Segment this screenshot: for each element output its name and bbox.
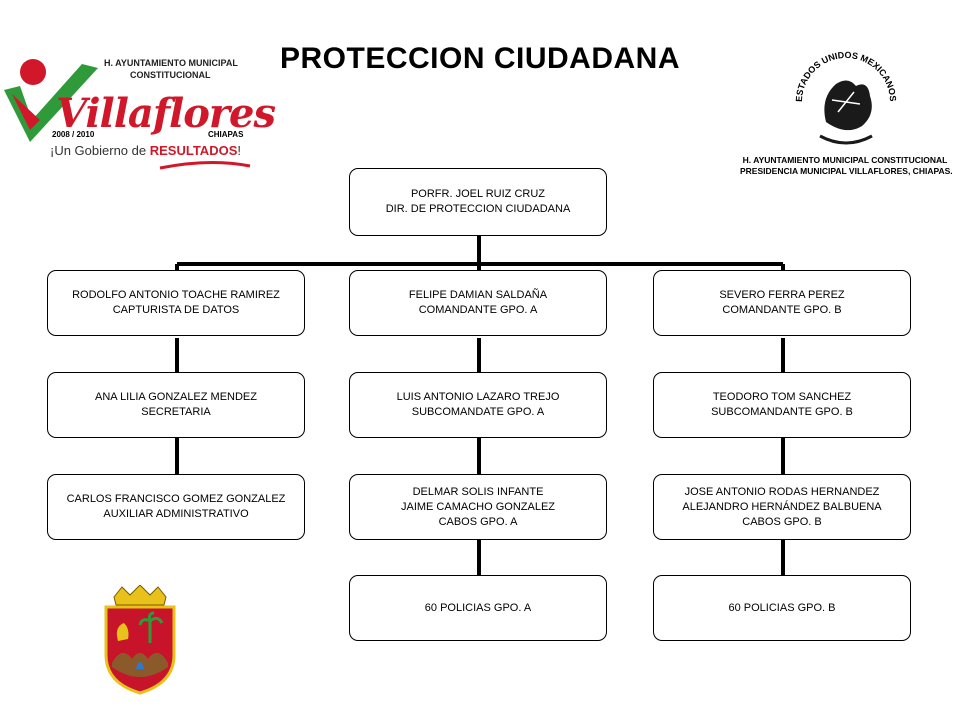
node-line: COMANDANTE GPO. A — [418, 304, 538, 316]
node-line: JOSE ANTONIO RODAS HERNANDEZ — [684, 485, 880, 498]
node-line: CAPTURISTA DE DATOS — [112, 304, 240, 316]
node-line: SUBCOMANDATE GPO. A — [411, 406, 545, 418]
logo-header-line1: H. AYUNTAMIENTO MUNICIPAL — [104, 58, 238, 68]
org-node-comandante-b: SEVERO FERRA PEREZ COMANDANTE GPO. B — [653, 270, 911, 336]
logo-slogan-prefix: ¡Un Gobierno de — [50, 143, 150, 158]
logo-state: CHIAPAS — [208, 130, 244, 139]
node-line: AUXILIAR ADMINISTRATIVO — [103, 508, 249, 520]
org-node-subcomandante-a: LUIS ANTONIO LAZARO TREJO SUBCOMANDATE G… — [349, 372, 607, 438]
org-node-policias-a: 60 POLICIAS GPO. A — [349, 575, 607, 641]
org-node-cabos-b: JOSE ANTONIO RODAS HERNANDEZ ALEJANDRO H… — [653, 474, 911, 540]
org-node-policias-b: 60 POLICIAS GPO. B — [653, 575, 911, 641]
node-line: 60 POLICIAS GPO. B — [728, 601, 836, 614]
villaflores-mark-icon — [4, 59, 251, 170]
node-line: SUBCOMANDANTE GPO. B — [711, 406, 853, 418]
node-line: DELMAR SOLIS INFANTE — [412, 485, 544, 498]
node-line: SEVERO FERRA PEREZ — [719, 289, 845, 301]
node-line: CARLOS FRANCISCO GOMEZ GONZALEZ — [66, 493, 286, 505]
node-line: FELIPE DAMIAN SALDAÑA — [408, 289, 548, 301]
node-line: RODOLFO ANTONIO TOACHE RAMIREZ — [72, 289, 280, 301]
logo-slogan: ¡Un Gobierno de RESULTADOS! — [50, 143, 241, 158]
org-node-director: PORFR. JOEL RUIZ CRUZ DIR. DE PROTECCION… — [349, 168, 607, 236]
logo-slogan-suffix: ! — [237, 143, 241, 158]
logo-name: Villaflores — [56, 90, 276, 137]
org-node-subcomandante-b: TEODORO TOM SANCHEZ SUBCOMANDANTE GPO. B — [653, 372, 911, 438]
org-node-capturista: RODOLFO ANTONIO TOACHE RAMIREZ CAPTURIST… — [47, 270, 305, 336]
logo-years: 2008 / 2010 — [52, 130, 95, 139]
node-line: CABOS GPO. B — [742, 515, 822, 528]
node-line: ANA LILIA GONZALEZ MENDEZ — [95, 391, 257, 403]
node-line: CABOS GPO. A — [438, 515, 518, 528]
node-line: PORFR. JOEL RUIZ CRUZ — [410, 188, 546, 200]
gov-line2: PRESIDENCIA MUNICIPAL VILLAFLORES, CHIAP… — [740, 166, 953, 176]
national-seal-icon: ESTADOS UNIDOS MEXICANOS — [794, 50, 898, 153]
villaflores-logo: H. AYUNTAMIENTO MUNICIPAL CONSTITUCIONAL… — [0, 50, 290, 175]
node-line: TEODORO TOM SANCHEZ — [712, 391, 852, 403]
node-line: ALEJANDRO HERNÁNDEZ BALBUENA — [682, 500, 882, 513]
org-node-auxiliar: CARLOS FRANCISCO GOMEZ GONZALEZ AUXILIAR… — [47, 474, 305, 540]
logo-slogan-highlight: RESULTADOS — [149, 143, 238, 158]
node-line: DIR. DE PROTECCION CIUDADANA — [385, 203, 571, 215]
node-line: LUIS ANTONIO LAZARO TREJO — [396, 391, 560, 403]
national-seal-block: ESTADOS UNIDOS MEXICANOS H. AYUNTAMIENTO… — [740, 40, 953, 177]
page-title: PROTECCION CIUDADANA — [280, 42, 680, 75]
org-node-cabos-a: DELMAR SOLIS INFANTE JAIME CAMACHO GONZA… — [349, 474, 607, 540]
org-node-comandante-a: FELIPE DAMIAN SALDAÑA COMANDANTE GPO. A — [349, 270, 607, 336]
logo-header-line2: CONSTITUCIONAL — [130, 70, 211, 80]
node-line: JAIME CAMACHO GONZALEZ — [400, 500, 556, 513]
org-node-secretaria: ANA LILIA GONZALEZ MENDEZ SECRETARIA — [47, 372, 305, 438]
node-line: COMANDANTE GPO. B — [722, 304, 842, 316]
node-line: 60 POLICIAS GPO. A — [424, 601, 532, 614]
node-line: SECRETARIA — [141, 406, 211, 418]
gov-line1: H. AYUNTAMIENTO MUNICIPAL CONSTITUCIONAL — [742, 155, 948, 165]
chiapas-coat-of-arms-icon — [104, 585, 176, 695]
